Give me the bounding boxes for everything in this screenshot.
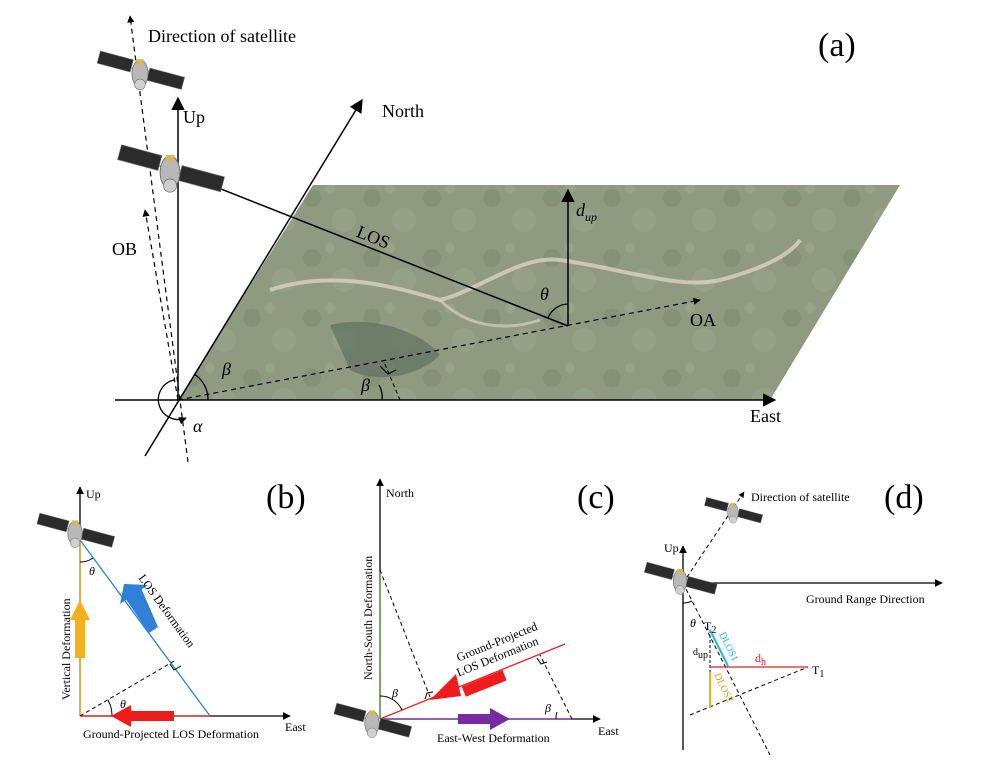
d-direction-label: Direction of satellite bbox=[751, 490, 850, 504]
oa-line bbox=[177, 297, 701, 401]
b-ground-arrow-shaft bbox=[130, 711, 174, 721]
panel-b-tag: (b) bbox=[266, 479, 306, 516]
b-vertical-label: Vertical Deformation bbox=[59, 598, 73, 700]
c-eastwest-arrow-head bbox=[490, 708, 510, 730]
oa-label: OA bbox=[690, 310, 716, 330]
c-ground-arrow-shaft bbox=[461, 670, 507, 697]
c-beta-arc-1 bbox=[379, 695, 403, 711]
panel-b: Up East Vertical Deformation LOS Deforma… bbox=[36, 479, 306, 741]
right-angle-mark bbox=[379, 365, 397, 375]
alpha-label: α bbox=[193, 416, 203, 436]
los-line bbox=[177, 171, 569, 327]
b-east-label: East bbox=[285, 720, 306, 734]
river bbox=[269, 238, 802, 303]
c-eastwest-arrow-shaft bbox=[458, 714, 490, 724]
satellite-icon bbox=[116, 143, 226, 194]
d-level-line bbox=[689, 666, 809, 716]
d-theta-label: θ bbox=[690, 616, 696, 630]
theta-label-a: θ bbox=[540, 284, 549, 304]
panel-d-tag: (d) bbox=[884, 479, 924, 516]
panel-d: Direction of satellite Up Ground Range D… bbox=[643, 479, 943, 756]
c-beta-2: β bbox=[544, 701, 551, 715]
terrain-image bbox=[178, 185, 900, 400]
panel-a: Direction of satellite Up North East LOS… bbox=[96, 15, 900, 463]
c-dashed-2 bbox=[539, 654, 573, 720]
b-theta-arc-bottom bbox=[107, 699, 113, 717]
d-t2-label: T2 bbox=[704, 619, 716, 636]
north-label: North bbox=[382, 101, 424, 121]
d-satellite-icon bbox=[643, 561, 718, 596]
up-label: Up bbox=[183, 107, 205, 127]
b-ground-label: Ground-Projected LOS Deformation bbox=[83, 727, 259, 741]
ob-line bbox=[142, 209, 179, 401]
b-los-line bbox=[79, 539, 211, 717]
c-beta-arc-2 bbox=[555, 711, 558, 720]
beta-arc-2 bbox=[378, 384, 383, 401]
satellite-icon-top bbox=[96, 50, 186, 91]
b-right-angle bbox=[169, 663, 182, 671]
b-up-label: Up bbox=[86, 487, 101, 501]
satellite-direction-line bbox=[127, 15, 189, 463]
b-ground-arrow-head bbox=[111, 705, 131, 727]
direction-of-satellite-label: Direction of satellite bbox=[148, 26, 296, 46]
d-dlos1-line bbox=[709, 629, 729, 667]
b-los-arrow bbox=[125, 588, 158, 633]
beta-arc-origin bbox=[193, 373, 209, 401]
c-eastwest-label: East-West Deformation bbox=[437, 731, 550, 745]
c-east-label: East bbox=[598, 724, 619, 738]
d-dh-label: dh bbox=[755, 651, 766, 668]
b-vertical-arrow-head bbox=[70, 600, 90, 620]
north-axis bbox=[144, 98, 363, 457]
c-dashed-1 bbox=[379, 569, 431, 698]
beta-label-origin: β bbox=[221, 359, 231, 379]
east-label: East bbox=[750, 406, 781, 426]
alpha-arc bbox=[157, 379, 187, 425]
d-theta-arc bbox=[682, 600, 693, 604]
b-satellite-icon bbox=[36, 512, 116, 549]
c-northsouth-label: North-South Deformation bbox=[361, 556, 375, 680]
b-theta-arc-top bbox=[79, 557, 94, 563]
panel-a-tag: (a) bbox=[818, 27, 856, 64]
dark-patch bbox=[330, 321, 440, 378]
panel-c-tag: (c) bbox=[577, 479, 615, 516]
ob-label: OB bbox=[112, 239, 137, 259]
beta-label-2: β bbox=[360, 375, 370, 395]
d-dup-label: dup bbox=[693, 647, 708, 661]
c-beta-1: β bbox=[391, 686, 398, 700]
b-theta-bottom: θ bbox=[120, 697, 126, 711]
d-los-line bbox=[682, 582, 771, 756]
c-north-label: North bbox=[386, 486, 414, 500]
d-ground-label: Ground Range Direction bbox=[806, 592, 925, 606]
d-t1-label: T1 bbox=[812, 663, 824, 680]
b-vertical-arrow-shaft bbox=[75, 618, 85, 658]
b-los-arrow-head bbox=[120, 584, 148, 604]
c-ground-line bbox=[379, 643, 566, 720]
river-2 bbox=[438, 298, 541, 328]
d-dlos1-label: DLOS1 bbox=[716, 630, 740, 663]
b-dashed bbox=[79, 659, 177, 717]
b-theta-top: θ bbox=[89, 564, 95, 578]
c-satellite-icon bbox=[333, 702, 413, 739]
panel-c: North East North-South Deformation East-… bbox=[333, 478, 619, 745]
c-right-angle-2 bbox=[536, 657, 548, 665]
dup-label: dup bbox=[576, 200, 597, 224]
theta-arc bbox=[547, 303, 569, 319]
d-dlos2-label: DLOS2 bbox=[711, 671, 735, 704]
d-up-label: Up bbox=[664, 541, 679, 555]
c-ground-arrow-head bbox=[430, 674, 461, 700]
c-right-angle-1 bbox=[424, 691, 434, 700]
